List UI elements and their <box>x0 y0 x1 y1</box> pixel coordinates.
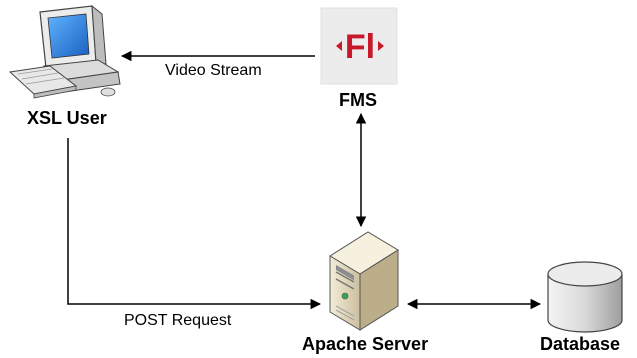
server-tower-icon <box>329 231 399 331</box>
desktop-computer-icon <box>8 4 121 99</box>
edge-label-video-stream: Video Stream <box>165 62 262 79</box>
database-cylinder-icon <box>547 261 623 333</box>
node-label-fms: FMS <box>339 90 377 110</box>
edge-label-post-request: POST Request <box>124 312 232 329</box>
node-label-database: Database <box>540 334 621 354</box>
edge-user-to-apache <box>67 138 322 310</box>
fms-logo-text: Fl <box>345 28 375 66</box>
flash-media-server-icon: Fl <box>320 7 398 85</box>
node-label-apache: Apache Server <box>302 334 429 354</box>
node-label-user: XSL User <box>27 108 107 128</box>
